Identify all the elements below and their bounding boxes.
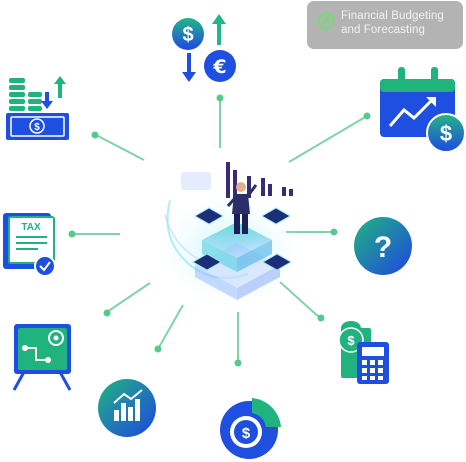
badge-title-line2: and Forecasting: [341, 24, 425, 36]
svg-text:$: $: [440, 121, 452, 146]
svg-text:$: $: [34, 122, 40, 133]
svg-text:$: $: [242, 425, 251, 442]
badge-title-line1: Financial Budgeting: [341, 10, 444, 22]
budget-calculator-icon: $: [338, 321, 389, 384]
money-stack-icon: $: [6, 76, 69, 140]
topic-badge: Financial Budgeting and Forecasting: [307, 1, 463, 49]
question-icon: ?: [354, 217, 412, 275]
dollar-pie-icon: $: [220, 398, 281, 459]
connector-bottom-left: [157, 304, 184, 350]
connector-dots: [68, 94, 371, 367]
svg-text:€: €: [212, 56, 226, 78]
connector-lower-left: [106, 282, 151, 313]
currency-exchange-icon: $ €: [172, 14, 236, 82]
bar-chart-icon: [98, 379, 156, 437]
svg-text:?: ?: [374, 231, 392, 264]
svg-text:$: $: [182, 24, 193, 46]
arrow-circle-icon: [317, 12, 335, 30]
tax-form-icon: TAX: [3, 213, 56, 277]
connector-top-right: [288, 115, 368, 163]
svg-text:$: $: [347, 333, 355, 348]
strategy-board-icon: [12, 324, 72, 391]
tax-form-label: TAX: [21, 222, 41, 233]
calendar-growth-icon: $: [380, 67, 466, 153]
connector-top-left: [95, 134, 145, 161]
server-platform-icon: [150, 162, 310, 310]
